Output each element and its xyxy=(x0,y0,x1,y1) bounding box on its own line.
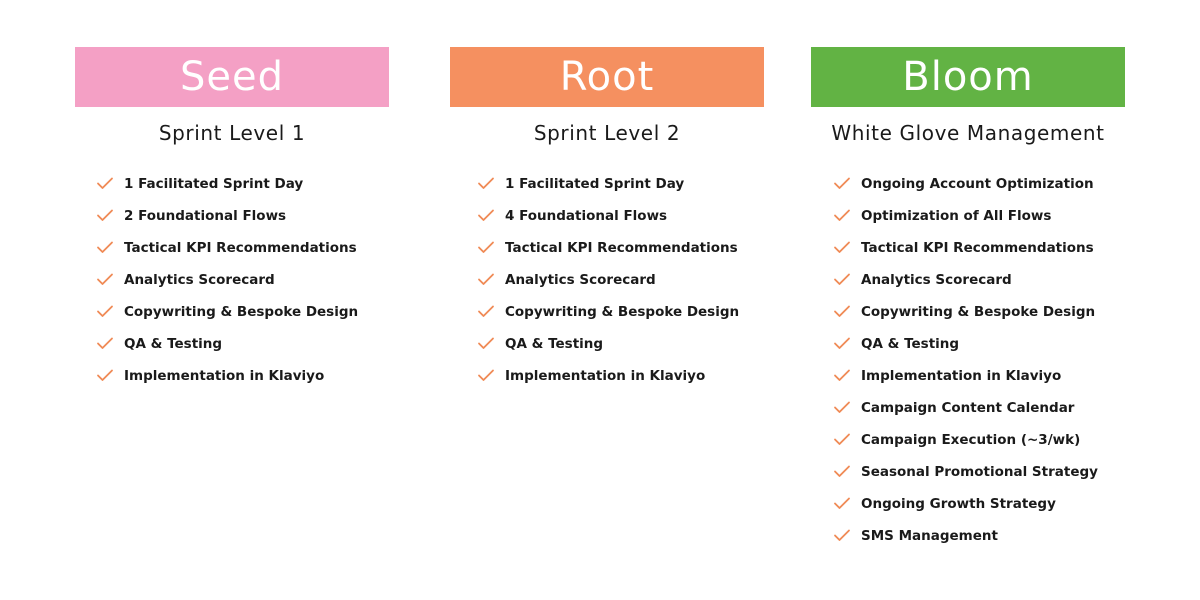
list-item: 1 Facilitated Sprint Day xyxy=(477,168,739,200)
feature-label: Copywriting & Bespoke Design xyxy=(505,304,740,320)
feature-label: Tactical KPI Recommendations xyxy=(505,240,738,256)
checkmark-icon xyxy=(833,528,853,544)
list-item: Ongoing Account Optimization xyxy=(833,168,1098,200)
checkmark-icon xyxy=(833,432,853,448)
feature-label: 1 Facilitated Sprint Day xyxy=(124,176,304,192)
list-item: Ongoing Growth Strategy xyxy=(833,488,1098,520)
feature-label: QA & Testing xyxy=(505,336,604,352)
list-item: Analytics Scorecard xyxy=(96,264,358,296)
feature-label: Implementation in Klaviyo xyxy=(505,368,706,384)
checkmark-icon xyxy=(96,176,116,192)
list-item: Tactical KPI Recommendations xyxy=(477,232,739,264)
checkmark-icon xyxy=(477,272,497,288)
feature-label: 1 Facilitated Sprint Day xyxy=(505,176,685,192)
checkmark-icon xyxy=(477,240,497,256)
list-item: 4 Foundational Flows xyxy=(477,200,739,232)
feature-label: Optimization of All Flows xyxy=(861,208,1052,224)
feature-label: QA & Testing xyxy=(861,336,960,352)
checkmark-icon xyxy=(833,496,853,512)
feature-label: Campaign Content Calendar xyxy=(861,400,1075,416)
list-item: Implementation in Klaviyo xyxy=(833,360,1098,392)
feature-label: Seasonal Promotional Strategy xyxy=(861,464,1098,480)
list-item: SMS Management xyxy=(833,520,1098,552)
checkmark-icon xyxy=(477,176,497,192)
plan-banner-root: Root xyxy=(450,47,764,107)
feature-label: SMS Management xyxy=(861,528,998,544)
plan-banner-bloom: Bloom xyxy=(811,47,1125,107)
checkmark-icon xyxy=(477,304,497,320)
list-item: Seasonal Promotional Strategy xyxy=(833,456,1098,488)
checkmark-icon xyxy=(96,368,116,384)
feature-label: Analytics Scorecard xyxy=(505,272,656,288)
feature-label: Campaign Execution (~3/wk) xyxy=(861,432,1081,448)
feature-label: Ongoing Account Optimization xyxy=(861,176,1094,192)
checkmark-icon xyxy=(96,304,116,320)
plan-subtitle-seed: Sprint Level 1 xyxy=(158,121,306,145)
feature-label: Analytics Scorecard xyxy=(124,272,275,288)
feature-list-seed: 1 Facilitated Sprint Day 2 Foundational F… xyxy=(96,168,358,392)
checkmark-icon xyxy=(833,304,853,320)
list-item: Tactical KPI Recommendations xyxy=(833,232,1098,264)
list-item: QA & Testing xyxy=(833,328,1098,360)
list-item: Analytics Scorecard xyxy=(833,264,1098,296)
checkmark-icon xyxy=(96,336,116,352)
feature-label: Implementation in Klaviyo xyxy=(861,368,1062,384)
checkmark-icon xyxy=(833,272,853,288)
list-item: Analytics Scorecard xyxy=(477,264,739,296)
feature-label: Tactical KPI Recommendations xyxy=(124,240,357,256)
list-item: 2 Foundational Flows xyxy=(96,200,358,232)
feature-label: Implementation in Klaviyo xyxy=(124,368,325,384)
feature-list-root: 1 Facilitated Sprint Day 4 Foundational F… xyxy=(477,168,739,392)
list-item: Implementation in Klaviyo xyxy=(477,360,739,392)
list-item: Tactical KPI Recommendations xyxy=(96,232,358,264)
list-item: Campaign Content Calendar xyxy=(833,392,1098,424)
checkmark-icon xyxy=(833,368,853,384)
feature-label: Tactical KPI Recommendations xyxy=(861,240,1094,256)
checkmark-icon xyxy=(833,240,853,256)
list-item: QA & Testing xyxy=(96,328,358,360)
checkmark-icon xyxy=(96,208,116,224)
list-item: Copywriting & Bespoke Design xyxy=(477,296,739,328)
checkmark-icon xyxy=(477,368,497,384)
list-item: Implementation in Klaviyo xyxy=(96,360,358,392)
checkmark-icon xyxy=(477,336,497,352)
checkmark-icon xyxy=(96,272,116,288)
list-item: Campaign Execution (~3/wk) xyxy=(833,424,1098,456)
feature-label: Copywriting & Bespoke Design xyxy=(861,304,1096,320)
feature-label: QA & Testing xyxy=(124,336,223,352)
feature-label: 2 Foundational Flows xyxy=(124,208,287,224)
plan-column-root: Root Sprint Level 2 1 Facilitated Sprint… xyxy=(450,47,764,384)
list-item: 1 Facilitated Sprint Day xyxy=(96,168,358,200)
feature-label: Ongoing Growth Strategy xyxy=(861,496,1056,512)
plan-subtitle-root: Sprint Level 2 xyxy=(533,121,681,145)
feature-label: 4 Foundational Flows xyxy=(505,208,668,224)
feature-label: Copywriting & Bespoke Design xyxy=(124,304,359,320)
checkmark-icon xyxy=(833,400,853,416)
plan-column-bloom: Bloom White Glove Management Ongoing Acc… xyxy=(811,47,1125,544)
checkmark-icon xyxy=(96,240,116,256)
plan-banner-seed: Seed xyxy=(75,47,389,107)
feature-label: Analytics Scorecard xyxy=(861,272,1012,288)
checkmark-icon xyxy=(477,208,497,224)
list-item: Copywriting & Bespoke Design xyxy=(833,296,1098,328)
list-item: Optimization of All Flows xyxy=(833,200,1098,232)
checkmark-icon xyxy=(833,176,853,192)
checkmark-icon xyxy=(833,336,853,352)
checkmark-icon xyxy=(833,208,853,224)
checkmark-icon xyxy=(833,464,853,480)
plan-subtitle-bloom: White Glove Management xyxy=(831,121,1105,145)
list-item: Copywriting & Bespoke Design xyxy=(96,296,358,328)
plan-column-seed: Seed Sprint Level 1 1 Facilitated Sprint… xyxy=(75,47,389,384)
list-item: QA & Testing xyxy=(477,328,739,360)
